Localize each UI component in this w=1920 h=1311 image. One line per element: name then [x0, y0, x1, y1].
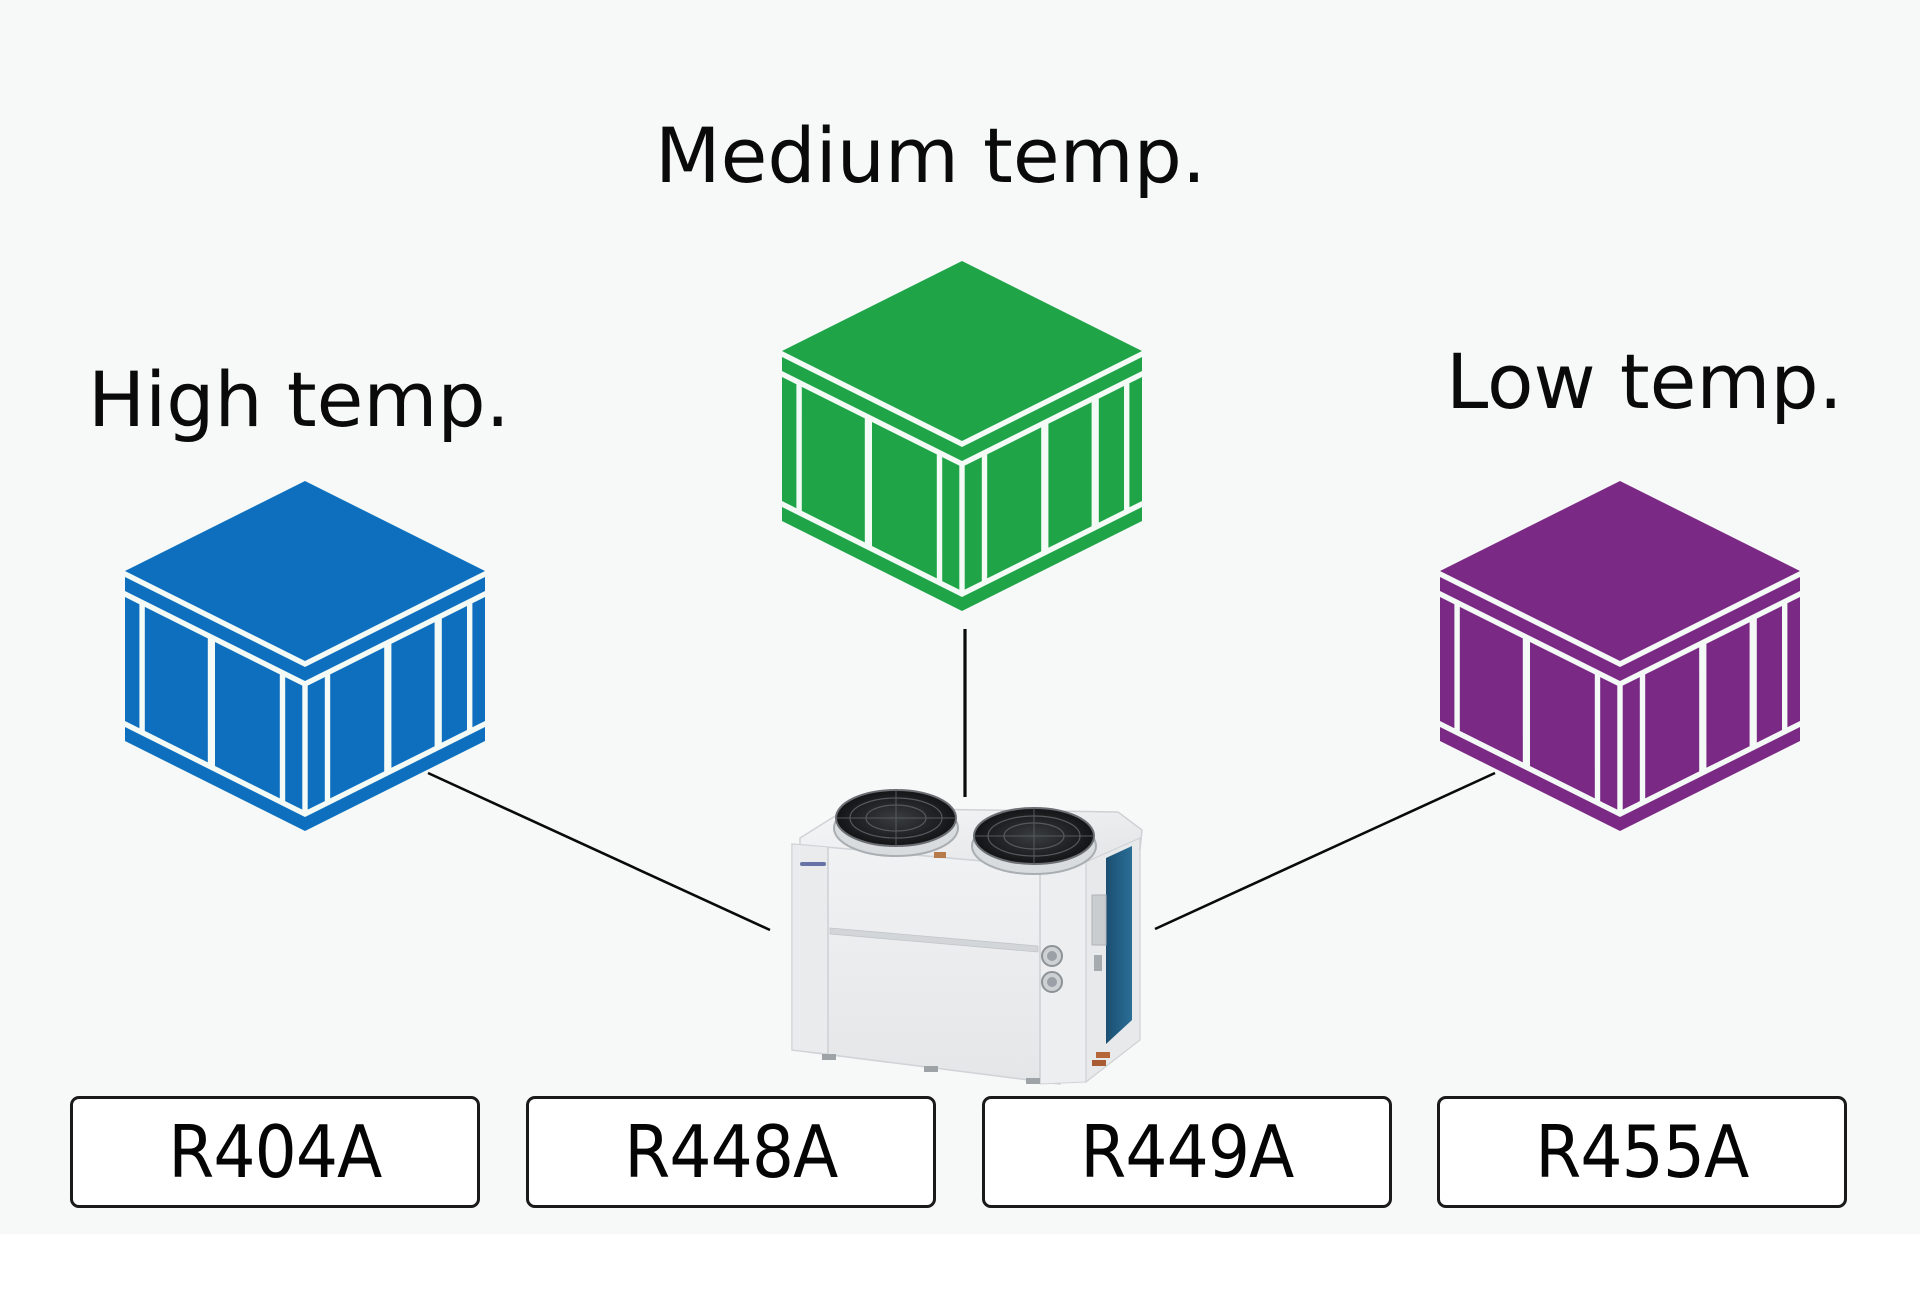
cube-right-panel	[1129, 377, 1142, 508]
cube-right-bottom-band	[305, 727, 485, 831]
refrigerant-badge: R449A	[982, 1096, 1392, 1208]
cube-left-panel	[125, 597, 140, 729]
cube-left-top-band	[1440, 577, 1620, 681]
cold-room-low-temp-icon	[1440, 481, 1800, 831]
refrigerant-label: R449A	[1080, 1110, 1294, 1194]
connector-low	[1154, 771, 1496, 931]
cube-left-bottom-band	[1440, 727, 1620, 831]
condensing-unit-icon	[791, 789, 1143, 1085]
zone-label-low: Low temp.	[1446, 337, 1843, 426]
cube-left-top-band	[125, 577, 305, 681]
cube-right-panel	[1756, 606, 1782, 743]
cube-right-panel	[1622, 677, 1640, 810]
cube-left-panel	[801, 386, 865, 543]
fan-icon	[971, 807, 1097, 875]
cube-right-panel	[1787, 597, 1800, 728]
cube-top-face	[125, 481, 485, 661]
refrigerant-label: R448A	[624, 1110, 838, 1194]
cube-left-panel	[215, 642, 280, 799]
cube-right-panel	[1706, 622, 1750, 768]
cube-left-bottom-band	[782, 507, 962, 611]
cube-right-panel	[330, 647, 385, 799]
cube-right-bottom-band	[1620, 727, 1800, 831]
cube-right-bottom-band	[962, 507, 1142, 611]
zone-label-medium: Medium temp.	[655, 111, 1207, 200]
cube-right-panel	[987, 427, 1042, 579]
cube-left-panel	[1530, 642, 1595, 799]
cube-right-panel	[1098, 386, 1124, 523]
cube-right-panel	[1048, 402, 1092, 548]
refrigerant-label: R404A	[168, 1110, 382, 1194]
refrigerant-badge: R455A	[1437, 1096, 1847, 1208]
cube-right-panel	[472, 597, 485, 728]
cube-left-panel	[942, 457, 960, 590]
cube-left-panel	[782, 377, 797, 509]
cube-right-top-band	[1620, 577, 1800, 681]
cube-left-top-band	[782, 357, 962, 461]
cube-right-top-band	[962, 357, 1142, 461]
pressure-gauge-icon	[1041, 945, 1063, 967]
cube-left-panel	[285, 677, 303, 810]
cube-right-panel	[1645, 647, 1700, 799]
cube-left-panel	[1440, 597, 1455, 729]
cube-right-panel	[964, 457, 982, 590]
cube-left-panel	[872, 422, 937, 579]
cube-right-panel	[441, 606, 467, 743]
pressure-gauge-icon	[1041, 971, 1063, 993]
cube-top-face	[782, 261, 1142, 441]
cube-top-face	[1440, 481, 1800, 661]
cube-left-panel	[1459, 606, 1523, 763]
connector-high	[427, 771, 771, 932]
cold-room-medium-temp-icon	[782, 261, 1142, 611]
cube-right-panel	[307, 677, 325, 810]
cube-right-panel	[391, 622, 435, 768]
refrigerant-label: R455A	[1535, 1110, 1749, 1194]
cube-left-bottom-band	[125, 727, 305, 831]
refrigerant-badge: R448A	[526, 1096, 936, 1208]
cold-room-high-temp-icon	[125, 481, 485, 831]
refrigerant-badge: R404A	[70, 1096, 480, 1208]
zone-label-high: High temp.	[88, 355, 510, 444]
cube-left-panel	[144, 606, 208, 763]
cube-right-top-band	[305, 577, 485, 681]
cube-left-panel	[1600, 677, 1618, 810]
fan-icon	[833, 789, 959, 857]
connector-lines	[427, 629, 1496, 932]
